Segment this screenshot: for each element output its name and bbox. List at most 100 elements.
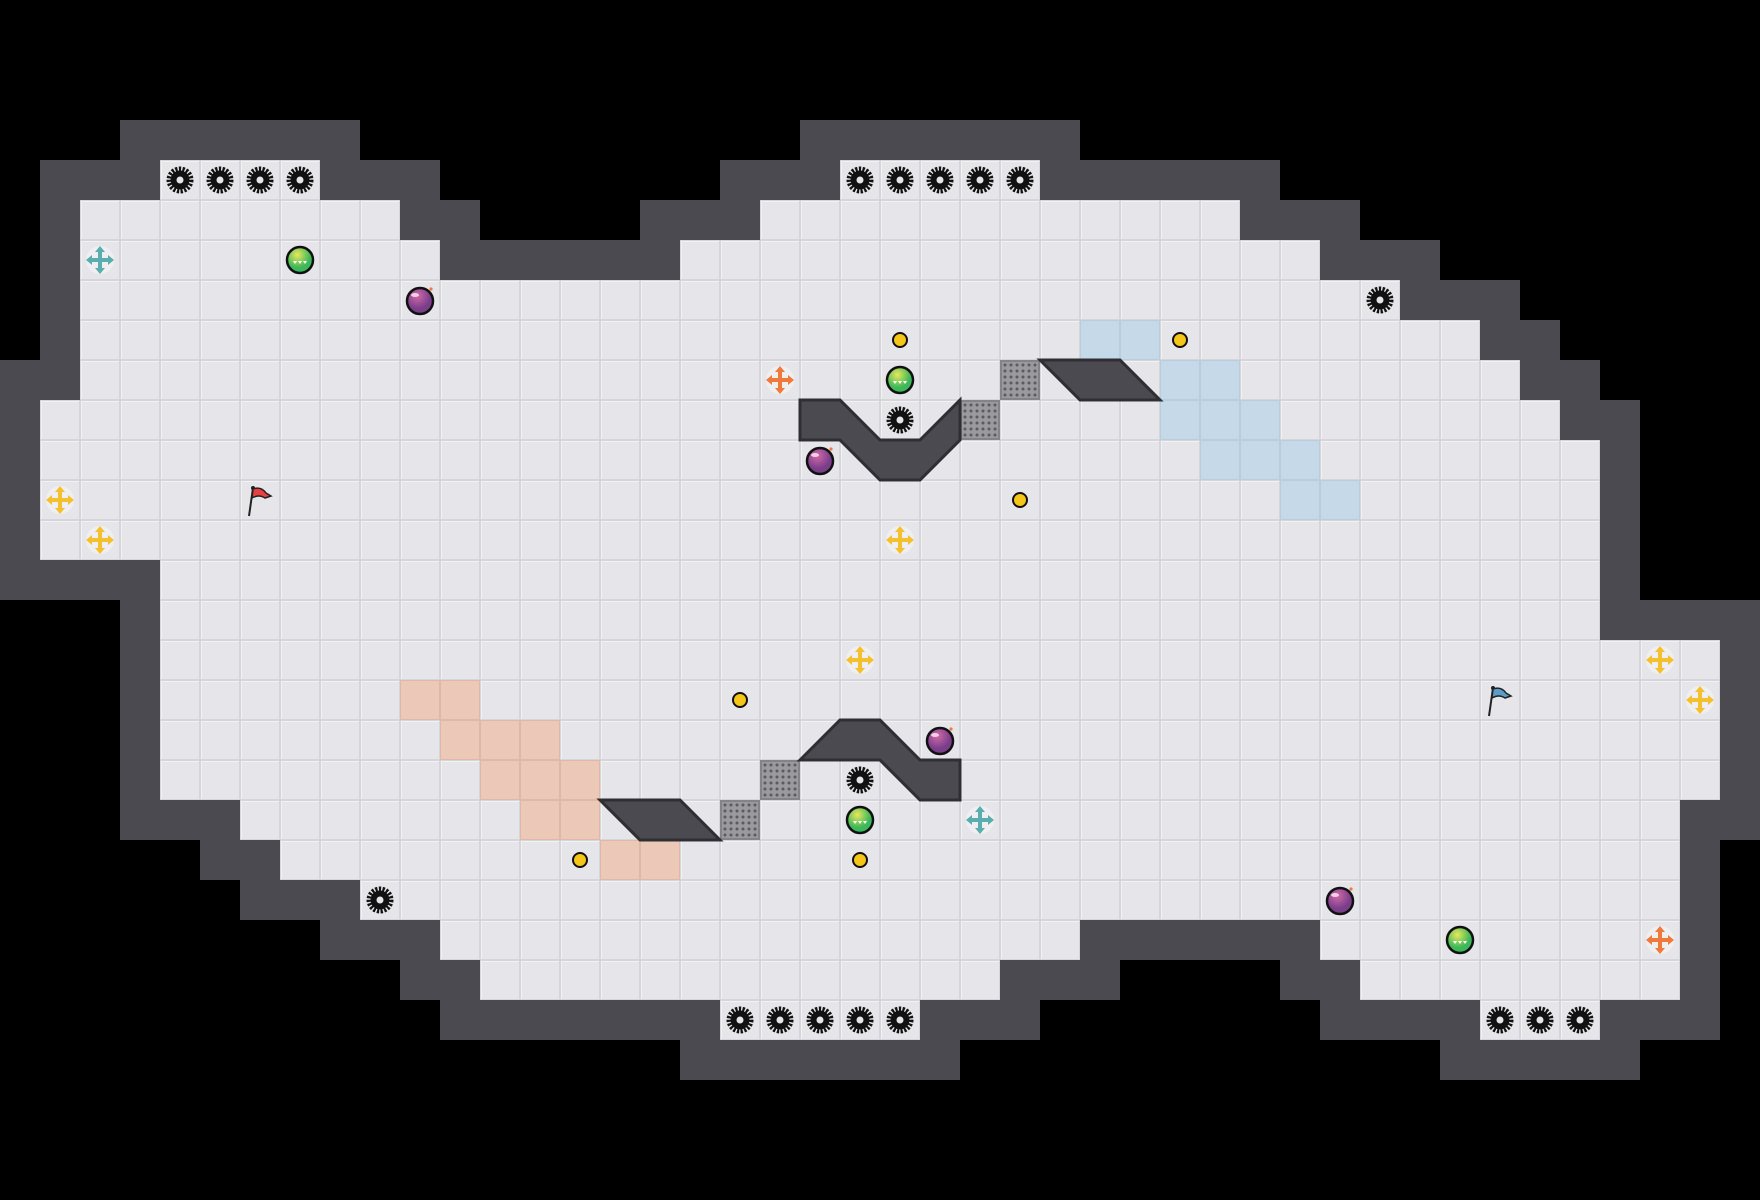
wall-tile [240,840,280,880]
wall-tile [1200,920,1240,960]
floor-tile [1600,760,1640,800]
floor-tile [1000,600,1040,640]
floor-tile [1000,320,1040,360]
floor-tile [80,200,120,240]
floor-tile [320,480,360,520]
floor-tile [320,600,360,640]
spike-gear-icon [846,1006,874,1034]
floor-tile [640,960,680,1000]
floor-tile [1280,720,1320,760]
floor-tile [920,520,960,560]
green-orb-icon [885,365,915,395]
floor-tile [880,480,920,520]
floor-tile [1200,600,1240,640]
floor-tile [600,320,640,360]
floor-tile [1200,680,1240,720]
floor-tile [1280,880,1320,920]
wall-tile [440,1000,480,1040]
floor-tile [1120,400,1160,440]
wall-tile [1560,400,1600,440]
sand-tile [560,800,600,840]
floor-tile [880,280,920,320]
floor-tile [1160,440,1200,480]
floor-tile [1080,200,1120,240]
wall-tile [0,560,40,600]
floor-tile [1600,720,1640,760]
floor-tile [920,320,960,360]
floor-tile [760,800,800,840]
floor-tile [560,680,600,720]
floor-tile [200,520,240,560]
floor-tile [1200,320,1240,360]
floor-tile [1440,760,1480,800]
floor-tile [1120,560,1160,600]
floor-tile [440,640,480,680]
wall-tile [120,160,160,200]
floor-tile [120,320,160,360]
floor-tile [1000,240,1040,280]
wall-tile [200,120,240,160]
floor-tile [1560,520,1600,560]
floor-tile [1440,400,1480,440]
wall-tile [1040,160,1080,200]
floor-tile [1560,600,1600,640]
yellow-cross-arrows-icon [1686,686,1714,714]
floor-tile [1280,760,1320,800]
floor-tile [320,320,360,360]
floor-tile [760,560,800,600]
floor-tile [640,560,680,600]
wall-tile [960,1000,1000,1040]
floor-tile [1040,840,1080,880]
floor-tile [120,240,160,280]
floor-tile [1120,280,1160,320]
floor-tile [360,320,400,360]
inner-wall-slab [1036,358,1164,402]
wall-tile [40,280,80,320]
floor-tile [1400,920,1440,960]
yellow-cross-arrows-icon [846,646,874,674]
floor-tile [920,560,960,600]
wall-tile [1680,840,1720,880]
floor-tile [120,480,160,520]
floor-tile [440,880,480,920]
sand-tile [520,720,560,760]
floor-tile [1640,880,1680,920]
floor-tile [1360,480,1400,520]
floor-tile [1400,960,1440,1000]
floor-tile [200,760,240,800]
orange-cross-arrows-icon [766,366,794,394]
floor-tile [200,320,240,360]
wall-tile [1400,280,1440,320]
floor-tile [800,840,840,880]
floor-tile [1040,760,1080,800]
red-flag-icon [248,486,273,517]
floor-tile [1480,520,1520,560]
floor-tile [480,320,520,360]
floor-tile [960,840,1000,880]
floor-tile [440,840,480,880]
spike-gear-icon [846,766,874,794]
floor-tile [200,360,240,400]
wall-tile [1120,160,1160,200]
green-orb-icon [285,245,315,275]
floor-tile [1120,840,1160,880]
floor-tile [320,240,360,280]
floor-tile [1440,640,1480,680]
wall-tile [120,800,160,840]
wall-tile [1360,1000,1400,1040]
floor-tile [480,400,520,440]
coin-icon [572,852,588,868]
floor-tile [960,200,1000,240]
floor-tile [680,480,720,520]
floor-tile [1000,920,1040,960]
floor-tile [160,200,200,240]
floor-tile [520,680,560,720]
spike-gear-icon [286,166,314,194]
grate-block [760,760,800,800]
spike-gear-icon [1366,286,1394,314]
wall-tile [680,1040,720,1080]
floor-tile [960,440,1000,480]
floor-tile [1120,640,1160,680]
floor-tile [360,200,400,240]
